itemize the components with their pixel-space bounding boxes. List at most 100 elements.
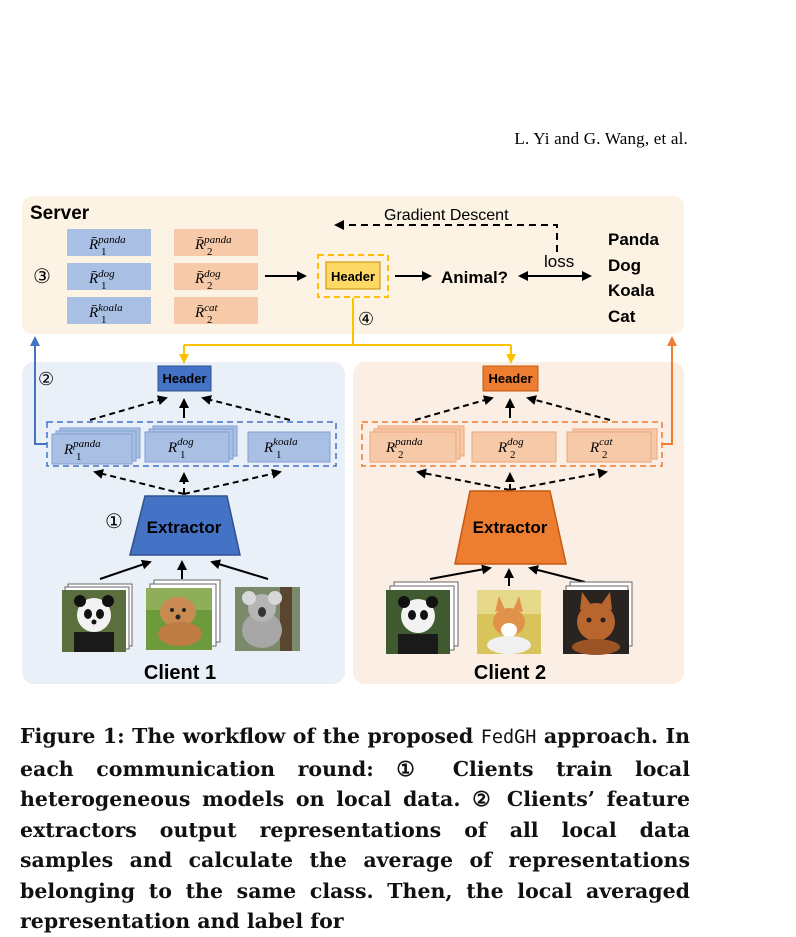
rep-symbol: R̄ <box>194 305 204 321</box>
rep-symbol: R <box>385 440 395 456</box>
rep-symbol: R <box>167 440 177 456</box>
rep-symbol: R <box>63 442 73 458</box>
rep-subscript: 1 <box>276 449 282 461</box>
rep-subscript: 2 <box>207 280 213 292</box>
class-label: Dog <box>608 256 641 275</box>
client2-image-arrows <box>429 564 586 586</box>
client2-extractor-to-rep-arrows <box>416 468 608 491</box>
header-broadcast-arrows <box>179 298 516 364</box>
server-header-box <box>325 261 381 290</box>
rep-superscript: cat <box>599 436 613 448</box>
client2-title: Client 2 <box>474 662 546 684</box>
client1-title: Client 1 <box>144 662 216 684</box>
client2-header-box <box>482 365 539 392</box>
step-4-badge: ④ <box>358 309 374 329</box>
rep-symbol: R̄ <box>88 305 98 321</box>
rep-subscript: 1 <box>101 314 107 326</box>
client1-header-label: Header <box>162 371 206 386</box>
client2-header-label: Header <box>488 371 532 386</box>
rep-symbol: R <box>497 440 507 456</box>
client1-dog-image <box>146 579 221 650</box>
class-label: Panda <box>608 230 660 249</box>
rep-subscript: 2 <box>207 314 213 326</box>
caption-method-name: FedGH <box>480 727 537 748</box>
server-rep-box <box>67 263 151 290</box>
gradient-descent-arrow <box>334 220 558 252</box>
client1-rep-frame <box>46 421 337 467</box>
rep-subscript: 1 <box>180 449 186 461</box>
client1-header-box <box>157 365 212 392</box>
caption-prefix: Figure 1: The workflow of the proposed <box>20 724 481 748</box>
client1-koala-image <box>235 587 300 651</box>
rep-subscript: 1 <box>101 246 107 258</box>
client2-rep-frame <box>361 421 663 467</box>
rep-subscript: 2 <box>602 449 608 461</box>
client1-upload-arrow <box>30 336 47 445</box>
rep-symbol: R̄ <box>88 237 98 253</box>
rep-superscript: koala <box>273 436 298 448</box>
gradient-descent-label: Gradient Descent <box>384 207 509 224</box>
rep-symbol: R̄ <box>88 271 98 287</box>
client2-corgi-image <box>477 590 541 654</box>
client2-rep-box <box>566 431 652 463</box>
running-head: L. Yi and G. Wang, et al. <box>514 129 688 148</box>
rep-superscript: dog <box>204 268 221 280</box>
rep-superscript: cat <box>204 302 218 314</box>
rep-superscript: dog <box>98 268 115 280</box>
step-2-badge: ② <box>38 369 54 389</box>
client2-extractor <box>454 490 567 565</box>
server-header-label: Header <box>331 269 375 284</box>
client2-cat-image <box>563 581 633 655</box>
rep-superscript: panda <box>72 438 101 450</box>
rep-subscript: 2 <box>510 449 516 461</box>
rep-symbol: R̄ <box>194 237 204 253</box>
rep-subscript: 1 <box>101 280 107 292</box>
server-title: Server <box>30 203 90 224</box>
class-label: Cat <box>608 307 636 326</box>
client1-rep-box <box>51 433 133 465</box>
rep-subscript: 2 <box>207 246 213 258</box>
server-rep-box <box>67 297 151 324</box>
class-label: Koala <box>608 281 655 300</box>
client1-rep-box <box>247 431 331 463</box>
client2-rep-box <box>369 431 457 463</box>
rep-subscript: 1 <box>76 451 82 463</box>
client1-extractor <box>129 495 241 556</box>
figure-caption: Figure 1: The workflow of the proposed F… <box>20 721 690 937</box>
server-rep-box <box>174 297 258 324</box>
server-header-frame <box>317 254 389 298</box>
client2-rep-box <box>471 431 557 463</box>
rep-subscript: 2 <box>398 449 404 461</box>
client2-rep-to-header-arrows <box>414 395 611 421</box>
client1-image-arrows <box>99 559 269 580</box>
client1-extractor-to-rep-arrows <box>93 468 282 495</box>
client2-panda-image <box>386 581 459 654</box>
rep-superscript: dog <box>507 436 524 448</box>
step-3-badge: ③ <box>33 266 51 288</box>
rep-symbol: R̄ <box>194 271 204 287</box>
rep-symbol: R <box>589 440 599 456</box>
client1-rep-to-header-arrows <box>89 395 291 421</box>
rep-superscript: panda <box>203 234 232 246</box>
client1-rep-box <box>144 431 230 463</box>
output-label: Animal? <box>441 268 508 287</box>
client1-panda-image <box>62 583 133 652</box>
rep-superscript: panda <box>97 234 126 246</box>
server-rep-box <box>174 263 258 290</box>
rep-superscript: panda <box>394 436 423 448</box>
